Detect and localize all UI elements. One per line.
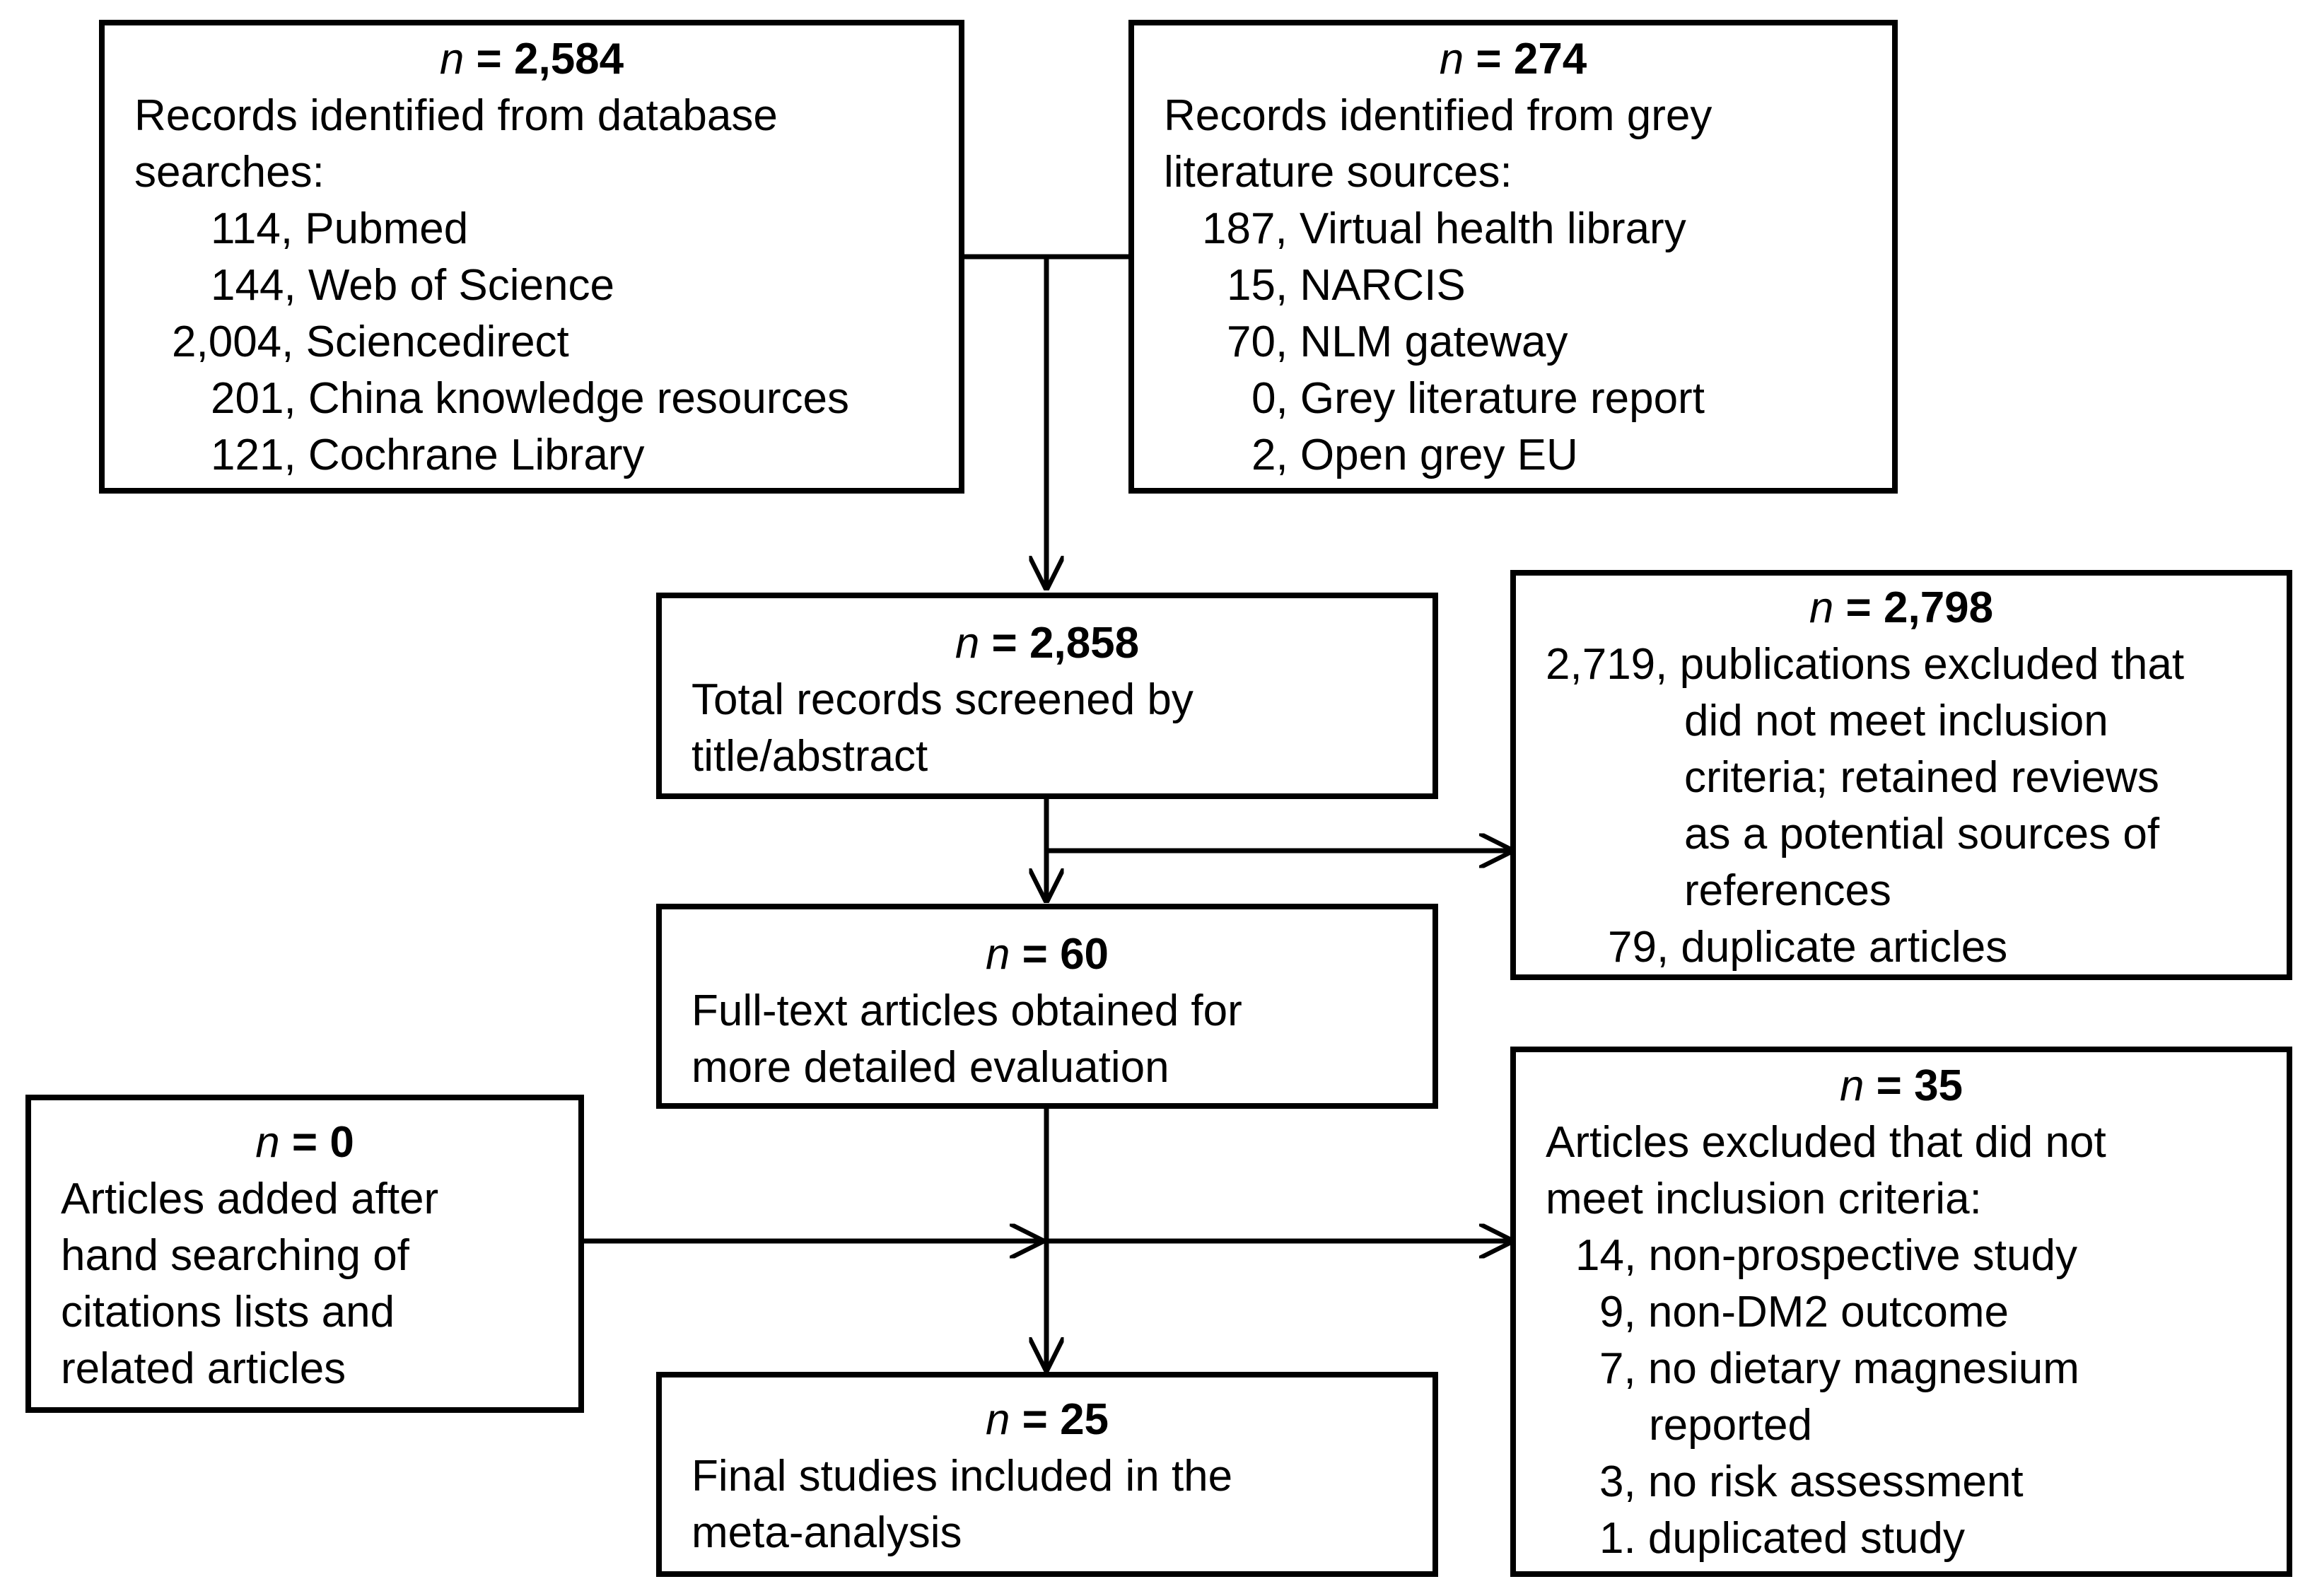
database-line: searches: [134, 148, 325, 197]
database-line: 201, China knowledge resources [211, 374, 849, 423]
hand-search-line: related articles [61, 1344, 346, 1393]
hand-search-box: n = 0 Articles added after hand searchin… [25, 1095, 584, 1413]
screened-count: n = 2,858 [955, 619, 1140, 668]
grey-line: 0, Grey literature report [1251, 374, 1705, 423]
excluded-screening-line: did not meet inclusion [1684, 697, 2108, 745]
screened-box: n = 2,858 Total records screened by titl… [656, 593, 1438, 799]
excluded-screening-line: references [1684, 866, 1891, 915]
excluded-fulltext-line: meet inclusion criteria: [1546, 1175, 1982, 1223]
hand-search-line: hand searching of [61, 1231, 409, 1280]
database-count: n = 2,584 [439, 35, 624, 83]
excluded-screening-line: 79, duplicate articles [1608, 923, 2008, 972]
excluded-screening-count: n = 2,798 [1809, 583, 1994, 632]
database-records-box: n = 2,584 Records identified from databa… [99, 20, 964, 494]
grey-count: n = 274 [1439, 35, 1587, 83]
database-line: 144, Web of Science [211, 261, 614, 310]
excluded-screening-line: criteria; retained reviews [1684, 753, 2159, 802]
grey-line: 187, Virtual health library [1202, 204, 1686, 253]
database-line: 114, Pubmed [211, 204, 469, 253]
final-line: Final studies included in the [692, 1452, 1233, 1501]
excluded-fulltext-line: 3, no risk assessment [1599, 1457, 2024, 1506]
excluded-fulltext-line: 14, non-prospective study [1575, 1231, 2077, 1280]
database-line: Records identified from database [134, 91, 778, 140]
hand-search-count: n = 0 [255, 1118, 354, 1167]
excluded-fulltext-line: reported [1649, 1401, 1812, 1450]
excluded-fulltext-box: n = 35 Articles excluded that did not me… [1510, 1047, 2292, 1577]
screened-line: Total records screened by [692, 675, 1194, 724]
excluded-fulltext-line: 9, non-DM2 outcome [1599, 1288, 2009, 1336]
screened-line: title/abstract [692, 732, 928, 781]
fulltext-count: n = 60 [985, 930, 1109, 979]
fulltext-box: n = 60 Full-text articles obtained for m… [656, 904, 1438, 1109]
grey-line: Records identified from grey [1164, 91, 1712, 140]
database-line: 2,004, Sciencedirect [172, 318, 569, 366]
excluded-fulltext-count: n = 35 [1839, 1061, 1963, 1110]
excluded-fulltext-line: 1. duplicated study [1599, 1514, 1966, 1563]
hand-search-line: citations lists and [61, 1288, 395, 1336]
excluded-screening-line: 2,719, publications excluded that [1546, 640, 2185, 689]
excluded-fulltext-line: Articles excluded that did not [1546, 1118, 2106, 1167]
excluded-screening-box: n = 2,798 2,719, publications excluded t… [1510, 570, 2292, 980]
final-line: meta-analysis [692, 1508, 962, 1557]
fulltext-line: Full-text articles obtained for [692, 986, 1242, 1035]
database-line: 121, Cochrane Library [211, 431, 645, 479]
grey-line: 2, Open grey EU [1251, 431, 1578, 479]
excluded-fulltext-line: 7, no dietary magnesium [1599, 1344, 2079, 1393]
excluded-screening-line: as a potential sources of [1684, 810, 2160, 858]
grey-line: 15, NARCIS [1227, 261, 1466, 310]
grey-line: 70, NLM gateway [1227, 318, 1568, 366]
final-count: n = 25 [985, 1395, 1109, 1444]
grey-literature-box: n = 274 Records identified from grey lit… [1128, 20, 1898, 494]
fulltext-line: more detailed evaluation [692, 1043, 1169, 1092]
final-studies-box: n = 25 Final studies included in the met… [656, 1372, 1438, 1577]
grey-line: literature sources: [1164, 148, 1512, 197]
hand-search-line: Articles added after [61, 1175, 439, 1223]
